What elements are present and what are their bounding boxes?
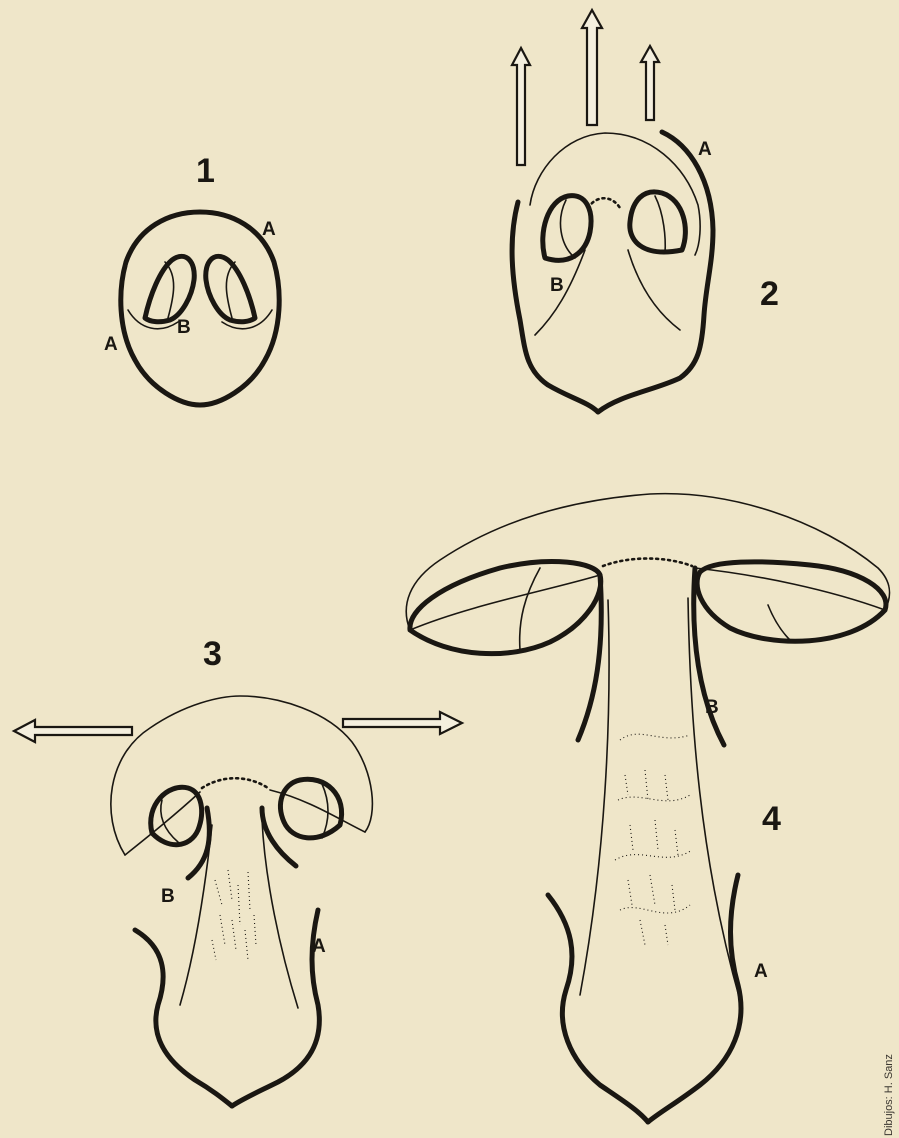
stage-2-volva-right: [598, 132, 713, 412]
stage-2-cap-outline: [530, 133, 700, 255]
stage-3-volva-right: [232, 910, 319, 1106]
labels: 1 2 3 4 A A B A B B A B A Dibujos: H. Sa…: [104, 139, 895, 1136]
stage-3-right-gill: [281, 779, 342, 838]
stage-2-growth-arrow-left: [512, 48, 530, 165]
drawing-credit: Dibujos: H. Sanz: [883, 1054, 895, 1136]
stage-4-veil-dots: [603, 559, 692, 567]
stage-3-ring-right: [262, 808, 296, 866]
stage-3-volva-label: A: [312, 936, 326, 957]
stage-3-left-gill-fold: [161, 800, 178, 842]
stage-1-volva-label-left: A: [104, 334, 118, 355]
stage-3-expansion: [14, 696, 462, 1106]
stage-4-right-gill-fold: [768, 605, 790, 640]
stage-3-stem-texture: [212, 870, 256, 960]
stage-3-number: 3: [203, 635, 222, 673]
stage-2-left-gill-fold: [560, 200, 575, 258]
stage-3-left-gill: [151, 787, 202, 844]
stage-1-volva-outline: [121, 212, 279, 405]
stage-3-expansion-arrow-right: [343, 712, 462, 734]
stage-4-left-gill-fold: [520, 568, 540, 650]
stage-4-volva-label: A: [754, 961, 768, 982]
stage-2-elongation: [512, 10, 713, 412]
stage-2-volva-left: [512, 202, 598, 412]
stage-4-volva-right: [648, 875, 741, 1122]
stage-1-volva-label-top: A: [262, 219, 276, 240]
stage-4-mature: [406, 494, 889, 1122]
stage-2-number: 2: [760, 275, 779, 313]
stage-4-stem-texture: [615, 734, 692, 945]
stage-1-left-gill-fold: [165, 262, 174, 318]
stage-2-growth-arrow-center: [582, 10, 602, 125]
stage-3-ring-label: B: [161, 886, 175, 907]
stage-4-ring-label: B: [705, 697, 719, 718]
stage-1-ring-label: B: [177, 317, 191, 338]
stage-2-left-gill: [543, 196, 591, 261]
stage-4-left-gill: [410, 562, 601, 654]
stage-2-ring-label: B: [550, 275, 564, 296]
stage-2-growth-arrow-right: [641, 46, 659, 120]
stage-4-cap-underside-left: [410, 575, 600, 630]
stage-2-right-gill-fold: [655, 196, 665, 253]
stage-1-right-gill-fold: [226, 262, 235, 318]
stage-1-egg: [121, 212, 279, 405]
stage-2-veil-dots: [588, 198, 620, 208]
stage-3-volva-left: [135, 930, 232, 1106]
stage-3-veil-dots: [202, 778, 268, 788]
stage-3-expansion-arrow-left: [14, 720, 132, 742]
stage-1-number: 1: [196, 152, 215, 190]
stage-4-stem-outline: [580, 598, 740, 1000]
stage-4-volva-left: [548, 895, 648, 1122]
stage-4-number: 4: [762, 800, 781, 838]
stage-4-cap-outline: [406, 494, 889, 630]
stage-2-volva-label: A: [698, 139, 712, 160]
